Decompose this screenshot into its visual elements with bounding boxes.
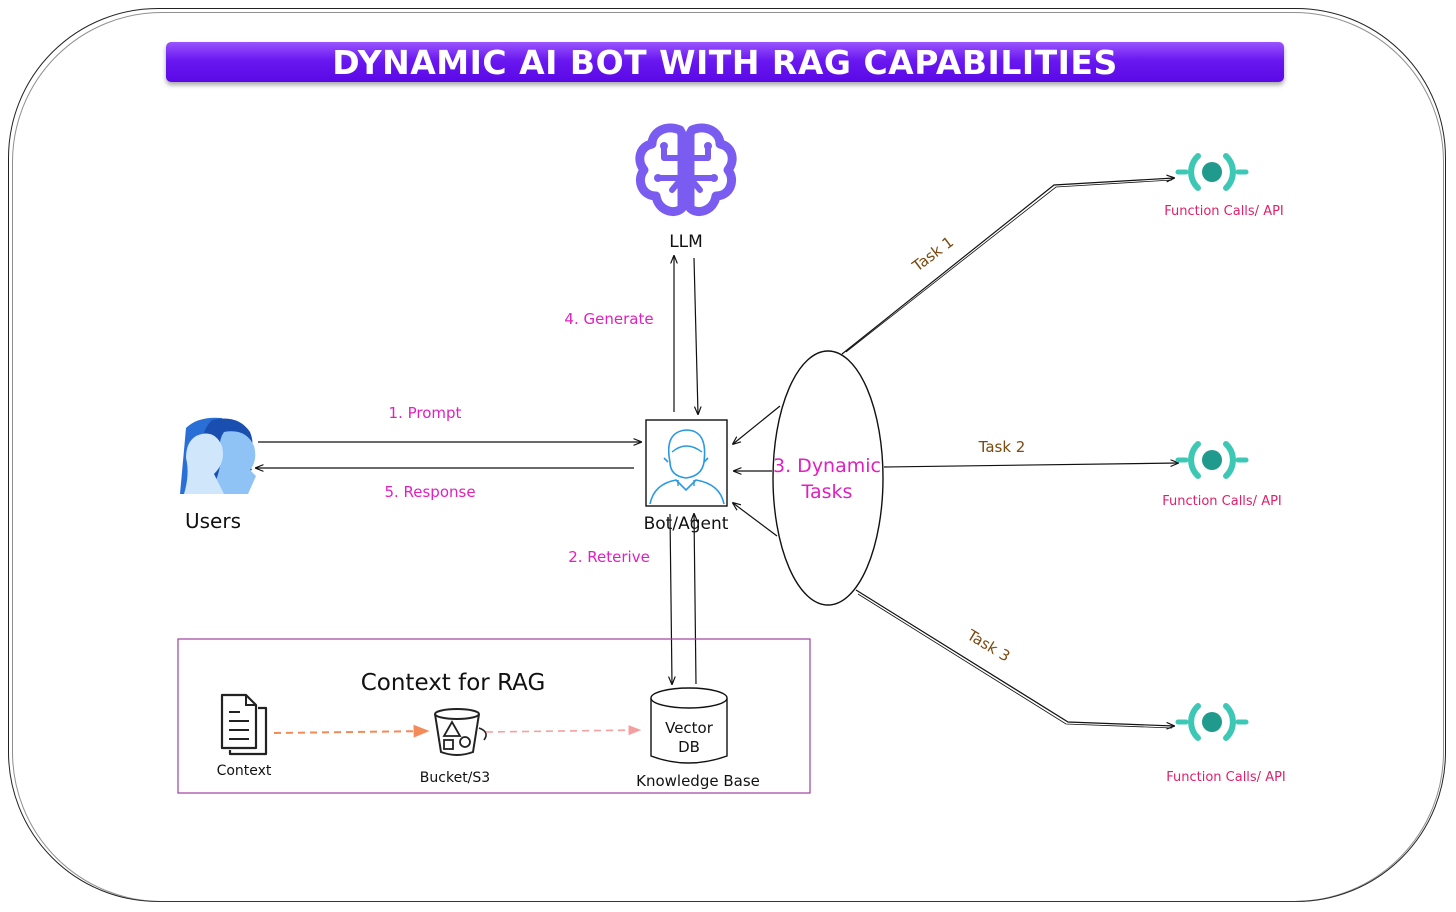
retrieve-up-arrow (694, 514, 696, 685)
context-to-bucket-arrow (273, 724, 430, 738)
brain-icon (635, 123, 737, 216)
bucket-icon (434, 708, 487, 756)
retrieve-down-arrow (670, 513, 672, 684)
retrieve-label: 2. Reterive (568, 548, 650, 566)
title-banner: DYNAMIC AI BOT WITH RAG CAPABILITIES (166, 42, 1284, 82)
vector-db-label-line1: Vector (665, 719, 714, 737)
dynamic-tasks-ellipse (772, 350, 884, 606)
llm-label: LLM (669, 232, 703, 252)
prompt-label: 1. Prompt (389, 404, 462, 422)
vector-db-icon (650, 687, 728, 764)
document-icon (220, 693, 268, 756)
vector-db-label-line2: DB (678, 738, 700, 756)
users-label: Users (185, 509, 241, 533)
task2-arrow (883, 463, 1178, 468)
bot-agent-label: Bot/Agent (644, 514, 729, 534)
bucket-label: Bucket/S3 (420, 770, 490, 786)
api-icon-3 (1175, 703, 1249, 741)
diagram-title: DYNAMIC AI BOT WITH RAG CAPABILITIES (332, 42, 1118, 82)
task1-label: Task 1 (908, 233, 957, 276)
dynamic-tasks-label-line1: 3. Dynamic (773, 455, 881, 477)
api-label-1: Function Calls/ API (1164, 204, 1284, 219)
api-icon-1 (1175, 153, 1249, 191)
rag-context-box (177, 638, 811, 794)
bot-agent-icon (645, 419, 728, 507)
task3-arrow-sketch (857, 593, 1173, 729)
task1-arrow-sketch (845, 179, 1173, 353)
context-label: Context (217, 763, 272, 779)
knowledge-base-label: Knowledge Base (636, 772, 760, 790)
task-return-arrow-1 (733, 405, 781, 444)
task1-arrow (841, 178, 1174, 355)
task-return-arrow-3 (733, 503, 778, 537)
api-label-2: Function Calls/ API (1162, 494, 1282, 509)
task3-arrow (855, 589, 1174, 726)
outer-frame-sketch (12, 12, 1444, 902)
api-label-3: Function Calls/ API (1166, 770, 1286, 785)
bucket-to-vectordb-arrow (485, 725, 642, 736)
task2-label: Task 2 (978, 438, 1026, 456)
api-icon-2 (1175, 441, 1249, 479)
rag-box-title: Context for RAG (361, 670, 546, 696)
generate-label: 4. Generate (564, 310, 653, 328)
response-label: 5. Response (384, 483, 475, 501)
task3-label: Task 3 (963, 625, 1013, 665)
users-icon (180, 417, 256, 494)
generate-down-arrow (693, 257, 698, 414)
dynamic-tasks-label-line2: Tasks (801, 481, 853, 503)
